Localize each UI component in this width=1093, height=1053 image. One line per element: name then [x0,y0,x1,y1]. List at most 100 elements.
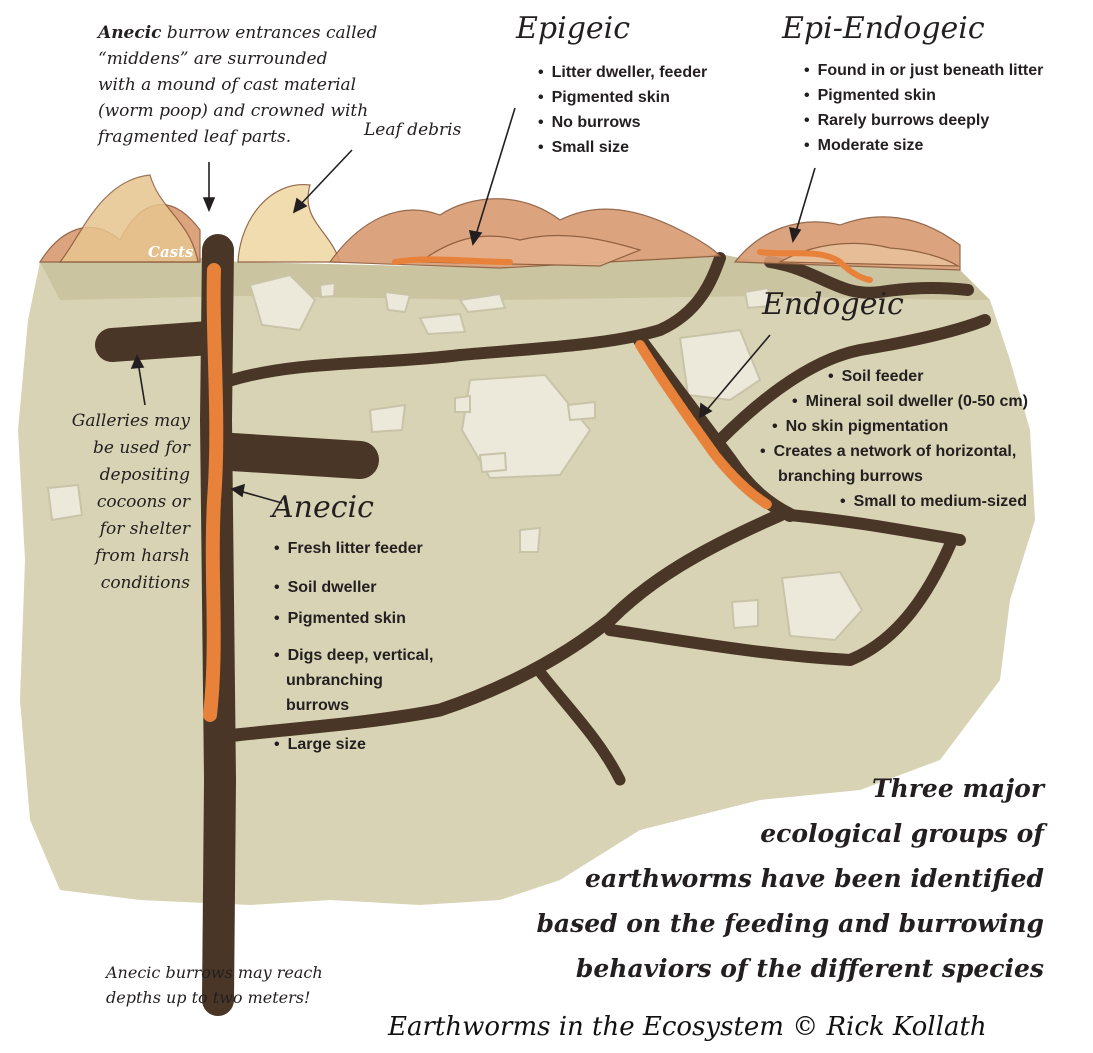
leaf-debris-label: Leaf debris [364,120,462,140]
galleries-line: conditions [100,573,190,593]
burrow-gallery-upper [95,321,227,362]
epigeic-trait: Pigmented skin [538,85,707,110]
pointer-anecic-head [230,483,246,498]
middens-line-1: Anecic burrow entrances called [98,20,418,46]
endogeic-trait: Creates a network of horizontal, [760,439,1028,464]
pointer-epi-endogeic-head [788,226,802,244]
pointer-anecic [235,489,283,504]
galleries-line: depositing [99,465,190,485]
epigeic-trait: Small size [538,135,707,160]
burrow-lower-down [534,666,626,786]
anecic-trait: Fresh litter feeder [274,536,433,561]
burrow-endogeic-right [714,314,991,446]
galleries-note: Galleries may be used for depositing coc… [40,408,190,597]
middens-line-1-rest: burrow entrances called [161,23,378,43]
summary-line: behaviors of the different species [575,954,1044,983]
pointer-lines [130,107,816,504]
pointer-epigeic-head [468,229,483,246]
stone [248,273,317,332]
stone [460,373,592,480]
endogeic-trait: Mineral soil dweller (0-50 cm) [760,389,1028,414]
burrow-middle-branch [784,509,966,546]
pointer-endogeic [704,334,771,413]
anecic-trait: Pigmented skin [274,606,433,631]
burrow-upper-branch [226,252,726,386]
galleries-line: Galleries may [71,411,190,431]
endogeic-worm [635,340,773,510]
stone [478,451,508,474]
anecic-trait: Soil dweller [274,575,433,600]
stone [458,292,507,314]
pointer-galleries-head [130,354,145,369]
leaf [777,242,961,267]
endogeic-trait: Small to medium-sized [760,489,1028,514]
anecic-trait-continued: unbranching [286,672,383,689]
leaf-litter [38,174,961,271]
pointer-leaf-debris [299,149,353,206]
leaf [58,174,199,263]
pointer-endogeic-head [699,402,713,419]
epigeic-title: Epigeic [516,11,631,46]
summary-line: earthworms have been identified [585,864,1044,893]
epi-endogeic-worm [757,249,873,283]
depth-note: Anecic burrows may reach depths up to tw… [106,960,323,1010]
depth-line: depths up to two meters! [106,988,311,1007]
anecic-traits: Fresh litter feeder Soil dweller Pigment… [274,536,433,757]
stone [780,570,864,642]
pointer-leaf-debris-head [292,197,308,214]
burrow-lower-right [604,539,956,666]
middens-bold-word: Anecic [98,23,162,43]
stone [566,400,596,422]
middens-line-2: “middens” are surrounded [98,49,328,69]
epigeic-trait: No burrows [538,110,707,135]
anecic-title: Anecic [272,490,374,525]
middens-line-5: fragmented leaf parts. [98,127,292,147]
casts-label: Casts [148,243,194,261]
endogeic-title: Endogeic [762,287,904,322]
stone [46,483,84,522]
stone [454,394,471,413]
burrow-epi-endogeic [764,256,974,299]
depth-line: Anecic burrows may reach [106,963,323,982]
galleries-line: for shelter [99,519,190,539]
epigeic-traits: Litter dweller, feeder Pigmented skin No… [538,60,708,160]
summary-text: Three major ecological groups of earthwo… [520,766,1044,991]
pointer-epigeic [474,107,516,239]
burrow-gallery-lower [213,433,379,479]
epi-endogeic-trait: Found in or just beneath litter [804,58,1044,83]
epi-endogeic-trait: Rarely burrows deeply [804,108,1043,133]
epi-endogeic-trait: Pigmented skin [804,83,1043,108]
endogeic-trait: No skin pigmentation [760,414,1028,439]
epi-endogeic-trait: Moderate size [804,133,1043,158]
galleries-line: from harsh [94,546,190,566]
stone [678,328,762,402]
stones [46,273,864,642]
stone [730,598,759,630]
anecic-worm [203,263,224,722]
stone [519,526,542,553]
epi-endogeic-title: Epi-Endogeic [782,11,985,46]
middens-line-3: with a mound of cast material [98,75,357,95]
stone [743,286,772,310]
summary-line: ecological groups of [760,819,1044,848]
stone [418,312,467,336]
pointer-galleries [137,361,146,406]
middens-note: Anecic burrow entrances called “middens”… [98,20,418,150]
epigeic-trait: Litter dweller, feeder [538,60,708,85]
epigeic-worm [392,256,513,265]
endogeic-trait: Soil feeder [760,364,1028,389]
middens-line-4: (worm poop) and crowned with [98,101,369,121]
pointer-middens-head [202,197,216,213]
summary-line: based on the feeding and burrowing [536,909,1044,938]
stone [368,403,407,434]
galleries-line: cocoons or [96,492,190,512]
summary-line: Three major [871,774,1044,803]
endogeic-traits: Soil feeder Mineral soil dweller (0-50 c… [760,364,1028,514]
burrow-lower-branch [229,508,787,742]
endogeic-trait-continued: branching burrows [778,468,923,485]
leaf [237,184,341,263]
credit-caption: Earthworms in the Ecosystem © Rick Kolla… [388,1012,987,1042]
worms [203,249,873,722]
anecic-trait: Large size [274,732,433,757]
